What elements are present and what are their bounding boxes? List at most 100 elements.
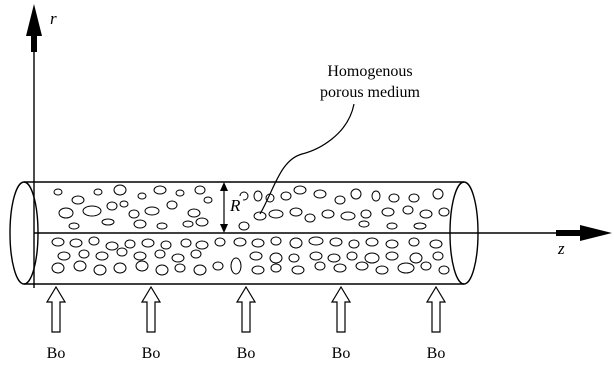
pore <box>51 262 65 274</box>
pore <box>432 251 444 261</box>
pore <box>57 251 71 261</box>
pore <box>190 249 202 259</box>
pore <box>321 209 335 219</box>
pore <box>269 252 283 264</box>
pore <box>175 189 185 197</box>
pore <box>348 239 360 249</box>
pore <box>193 264 207 276</box>
inlet-label: Bo <box>47 345 66 362</box>
pore <box>386 222 398 230</box>
pore <box>288 253 300 263</box>
pore <box>309 251 323 261</box>
pore <box>333 263 347 273</box>
pore <box>334 195 346 205</box>
pore <box>289 207 303 217</box>
pore <box>141 238 155 248</box>
inlet-arrow: Bo <box>45 285 67 362</box>
pore <box>137 192 147 200</box>
radius-arrow-down <box>220 224 228 233</box>
radius-arrow-up <box>220 182 228 191</box>
pore <box>71 195 85 205</box>
pore <box>212 261 224 271</box>
pore <box>230 257 242 275</box>
pore <box>73 260 87 272</box>
pore <box>160 240 172 250</box>
pore <box>402 205 414 215</box>
z-axis-label: z <box>557 239 565 258</box>
annotation-line-2: porous medium <box>320 84 421 101</box>
z-axis: z <box>34 225 612 258</box>
pore <box>58 207 74 219</box>
inlet-arrow: Bo <box>425 285 447 362</box>
inlet-label: Bo <box>427 345 446 362</box>
pore <box>304 213 316 223</box>
pore <box>135 260 149 272</box>
radius-marker: R <box>220 182 243 233</box>
radius-label: R <box>229 196 241 215</box>
pore <box>154 249 166 259</box>
pore <box>82 205 102 217</box>
pore <box>153 185 167 195</box>
pore <box>268 209 284 219</box>
pore <box>93 188 103 196</box>
pore <box>408 193 420 203</box>
inlet-label: Bo <box>142 345 161 362</box>
pore <box>166 200 178 210</box>
pore <box>174 263 186 273</box>
pore <box>438 207 450 217</box>
r-axis: r <box>26 4 57 288</box>
pore <box>78 249 90 259</box>
pore <box>180 238 192 248</box>
pore <box>313 189 327 199</box>
pore <box>270 236 282 246</box>
annotation: Homogenous porous medium <box>259 63 421 215</box>
radius-label-background <box>228 196 243 214</box>
pore <box>385 239 399 249</box>
inlet-arrow: Bo <box>235 285 257 362</box>
pore <box>365 237 379 247</box>
pore <box>329 237 343 247</box>
pore <box>280 191 292 201</box>
pore <box>195 217 209 227</box>
z-axis-arrowhead <box>580 225 612 241</box>
pore <box>409 252 423 264</box>
pore <box>194 185 206 195</box>
pore <box>187 208 201 218</box>
pore <box>119 200 129 208</box>
pore <box>128 209 140 219</box>
pore <box>51 237 65 247</box>
pore <box>314 261 326 271</box>
hollow-up-arrow-icon <box>140 285 162 333</box>
pore <box>340 211 356 221</box>
pore <box>420 261 432 271</box>
pore <box>113 262 127 274</box>
pore <box>133 251 147 261</box>
hollow-up-arrow-icon <box>425 285 447 333</box>
inlet-arrow: Bo <box>330 285 352 362</box>
pore <box>88 236 100 246</box>
inlet-label: Bo <box>237 345 256 362</box>
pore <box>113 184 127 196</box>
pore <box>253 190 263 202</box>
pore <box>413 222 427 230</box>
pore <box>116 247 128 257</box>
pore <box>53 188 63 196</box>
pore <box>408 237 420 247</box>
pore <box>133 219 147 229</box>
pore <box>124 239 136 249</box>
pore <box>327 253 341 263</box>
r-axis-thick-stem <box>31 30 37 52</box>
pore <box>364 252 380 264</box>
pore <box>69 238 83 248</box>
pore <box>397 262 415 274</box>
pore <box>144 206 160 216</box>
pore <box>195 240 209 250</box>
inlet-arrow: Bo <box>140 285 162 362</box>
pore <box>429 239 443 249</box>
pore <box>238 221 250 231</box>
pore <box>291 265 305 275</box>
pore <box>385 251 399 261</box>
pore <box>155 264 169 276</box>
r-axis-label: r <box>50 9 57 28</box>
